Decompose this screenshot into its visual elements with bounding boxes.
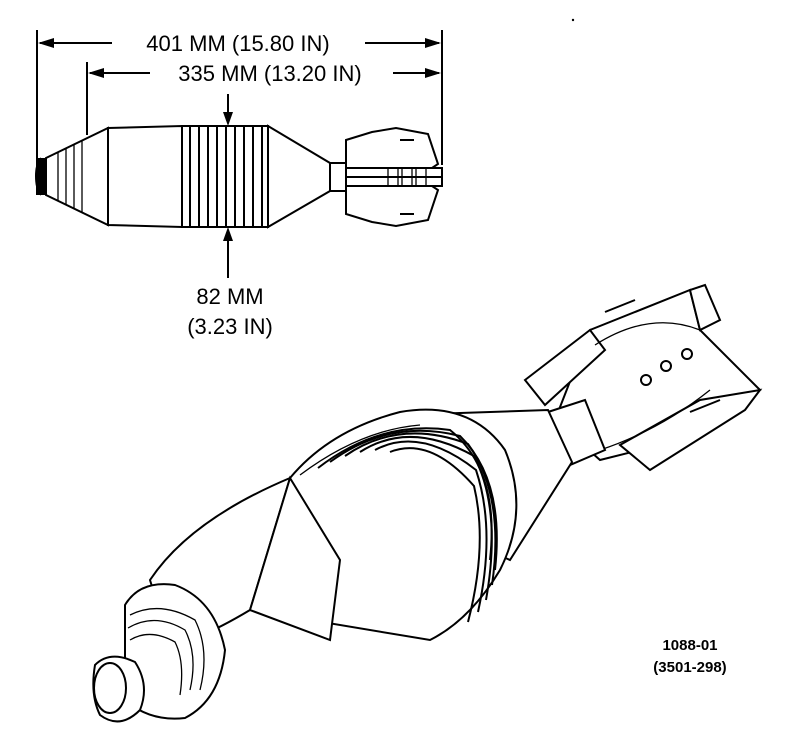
perspective-mid-body xyxy=(248,475,342,642)
arrowhead-335-left xyxy=(88,68,104,78)
fin-top xyxy=(688,283,722,332)
figure-number: 1088-01 xyxy=(662,637,717,654)
speck xyxy=(571,18,575,22)
fin-left xyxy=(523,328,607,407)
arrowhead-335-right xyxy=(425,68,441,78)
arrowhead-401-right xyxy=(425,38,441,48)
fin-hole-1 xyxy=(640,374,652,386)
diameter-mm-label: 82 MM xyxy=(196,284,263,309)
arrowhead-diameter-top xyxy=(223,112,233,126)
figure-reference: 1088-01 (3501-298) xyxy=(653,637,726,676)
perspective-nose xyxy=(124,583,227,720)
overall-length-label: 401 MM (15.80 IN) xyxy=(146,31,329,56)
dimension-82: 82 MM (3.23 IN) xyxy=(187,94,273,339)
fin-hole-3 xyxy=(681,348,693,360)
fin-upper xyxy=(345,126,440,169)
nose-ogive xyxy=(45,126,109,227)
arrowhead-401-left xyxy=(38,38,54,48)
arrowhead-diameter-bottom xyxy=(223,227,233,241)
fuze-cap xyxy=(36,158,46,195)
side-view xyxy=(34,124,443,229)
perspective-view xyxy=(92,283,763,723)
body-front xyxy=(107,124,183,229)
fin-lower xyxy=(345,185,440,228)
dimension-335: 335 MM (13.20 IN) xyxy=(86,61,441,135)
diameter-in-label: (3.23 IN) xyxy=(187,314,273,339)
dimension-401: 401 MM (15.80 IN) xyxy=(36,30,443,165)
fin-hole-2 xyxy=(660,360,672,372)
body-length-label: 335 MM (13.20 IN) xyxy=(178,61,361,86)
drawing-number: (3501-298) xyxy=(653,659,726,676)
tail-cone xyxy=(267,124,331,229)
tail-boom xyxy=(329,162,347,192)
fuze-face xyxy=(93,662,127,714)
